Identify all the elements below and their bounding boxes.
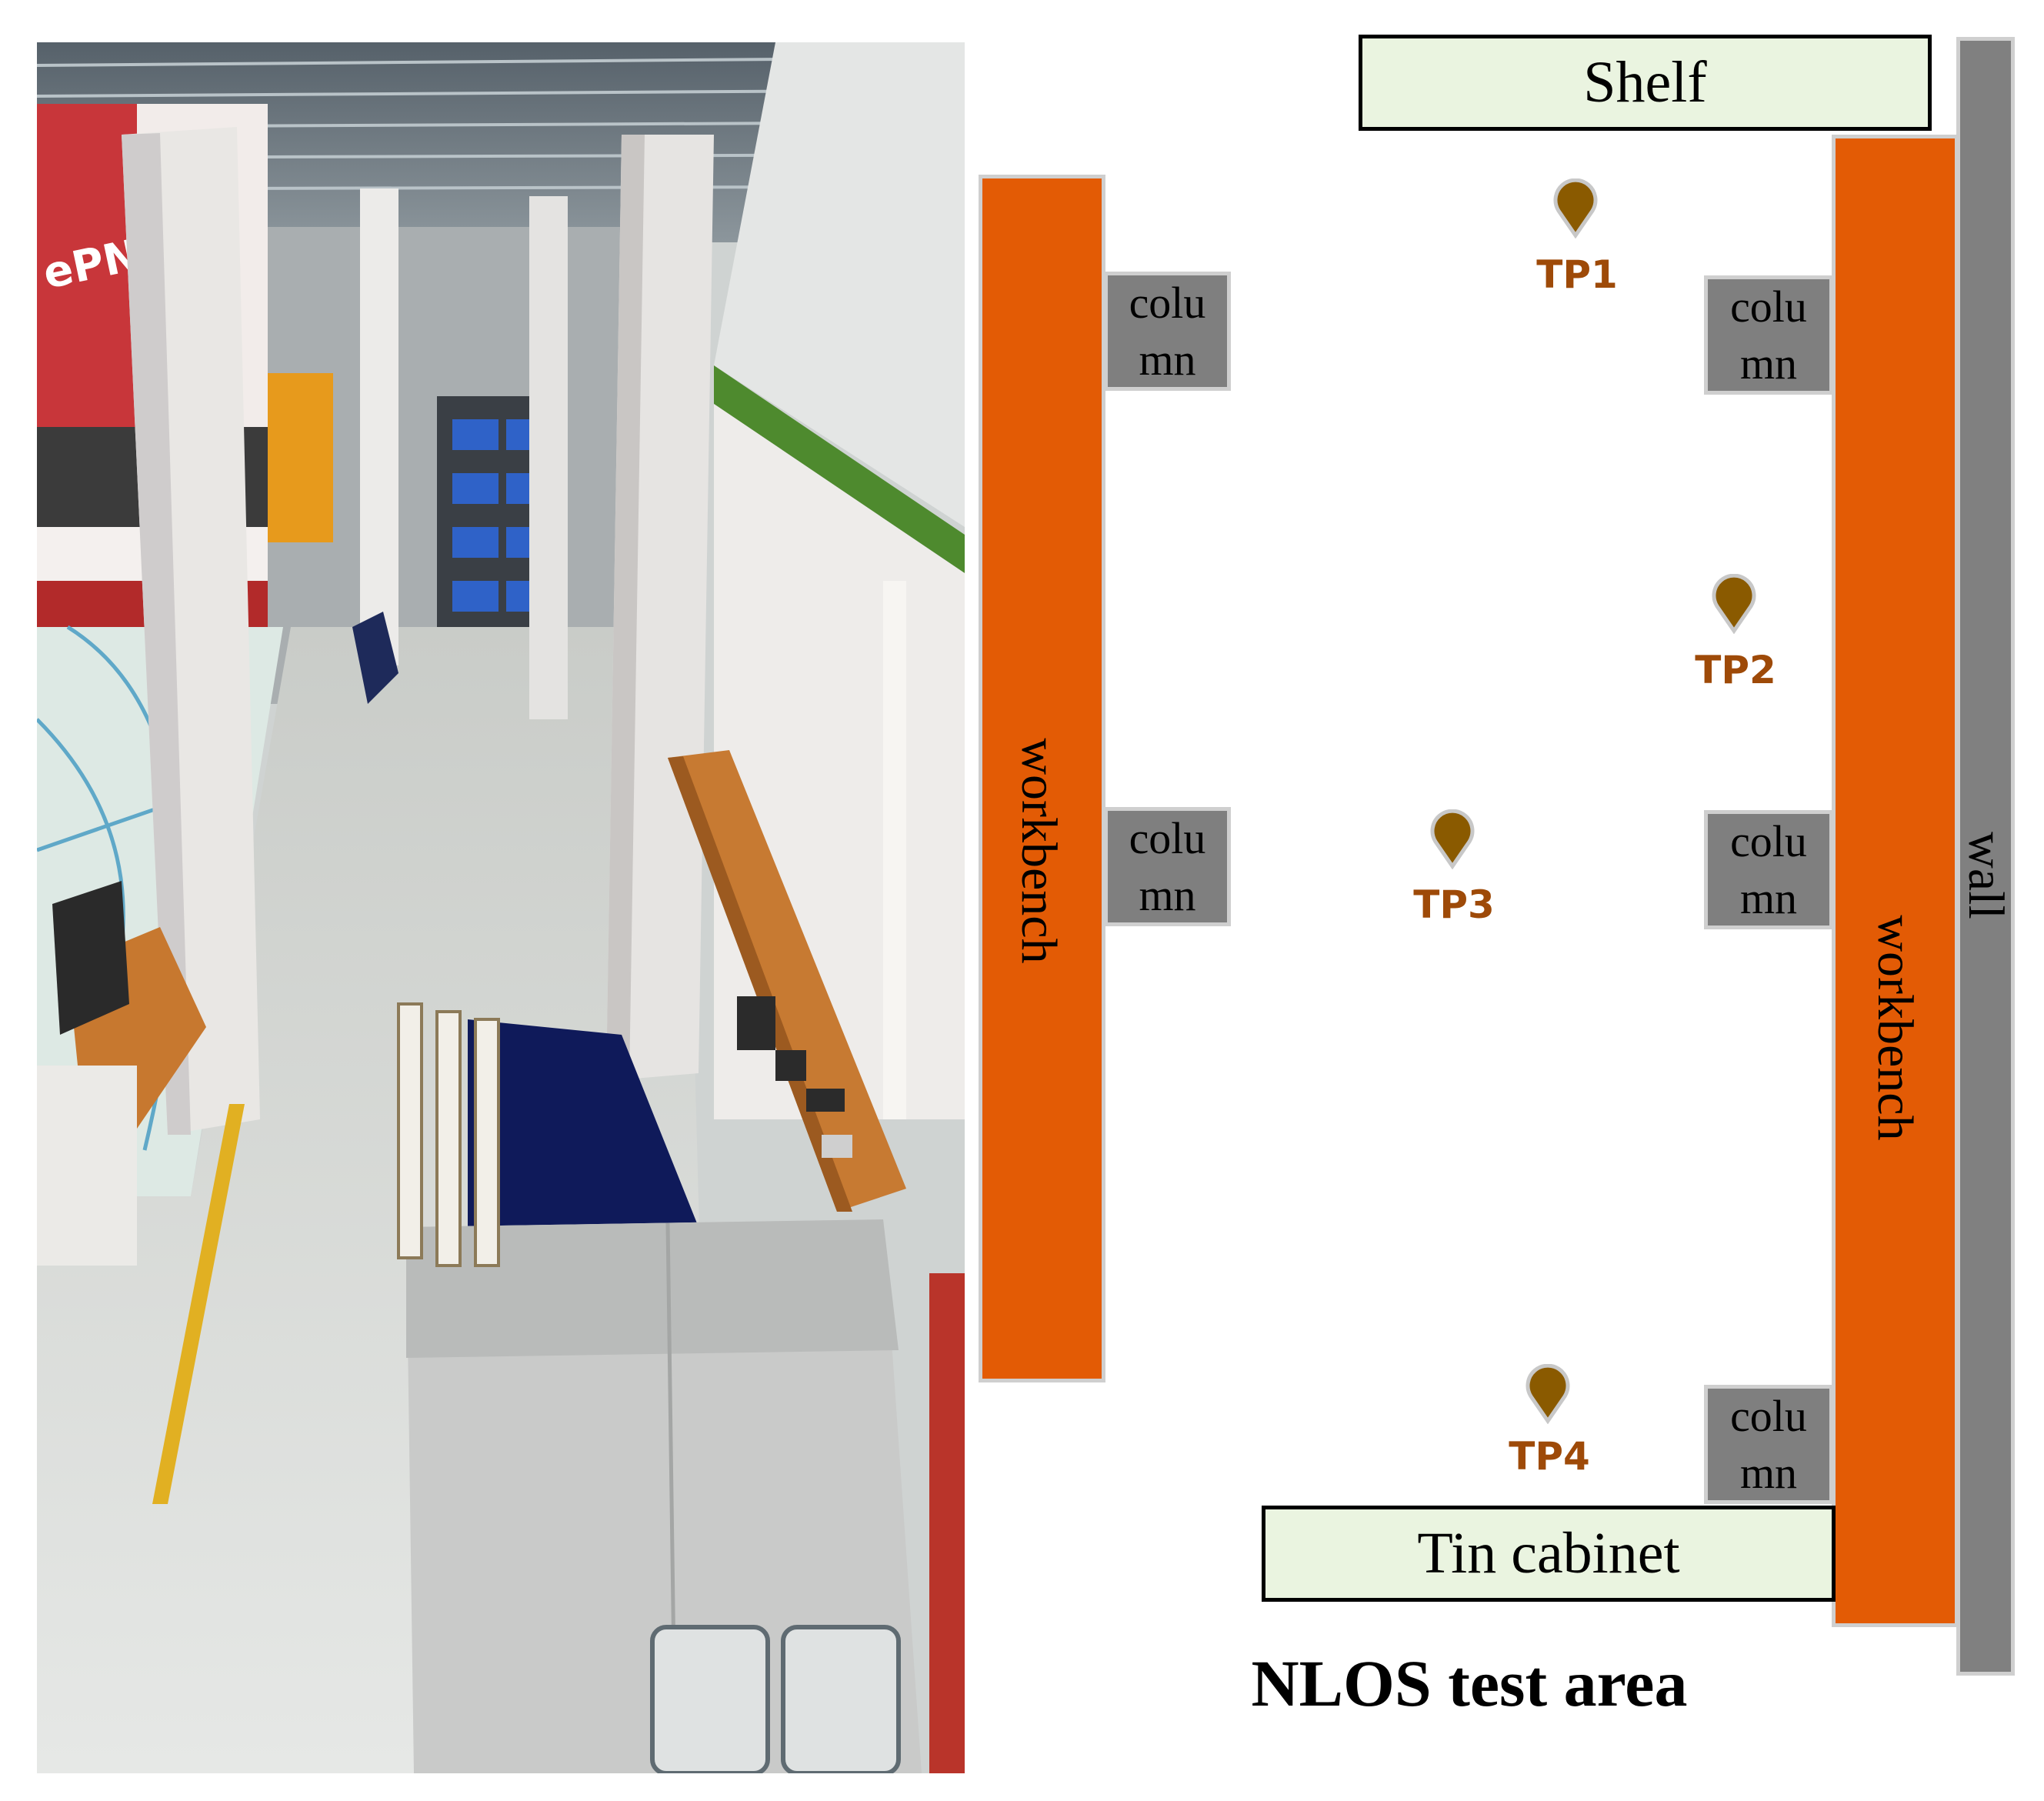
- left-workbench-label: workbench: [1011, 738, 1067, 964]
- test-point-label-tp1: TP1: [1536, 252, 1618, 297]
- left-workbench: [979, 175, 1105, 1382]
- area-title: NLOS test area: [1251, 1646, 1688, 1720]
- right-workbench-label: workbench: [1867, 915, 1923, 1141]
- location-pin-icon: [1525, 1364, 1570, 1424]
- column-label: colu mn: [1129, 277, 1206, 385]
- column-label: colu mn: [1730, 815, 1807, 923]
- location-pin-icon: [1712, 574, 1756, 634]
- lab-photo: ePNT: [37, 42, 965, 1773]
- tin-cabinet-label: Tin cabinet: [1417, 1521, 1680, 1586]
- location-pin-icon: [1430, 809, 1475, 869]
- column-left-middle: colu mn: [1104, 807, 1231, 926]
- column-label: colu mn: [1129, 812, 1206, 920]
- column-right-upper: colu mn: [1704, 275, 1833, 395]
- column-right-lower: colu mn: [1704, 1385, 1833, 1504]
- tin-cabinet: Tin cabinet: [1262, 1506, 1836, 1602]
- shelf: Shelf: [1359, 35, 1932, 131]
- lab-photo-illustration: ePNT: [37, 42, 965, 1773]
- column-label: colu mn: [1730, 281, 1807, 389]
- test-point-label-tp3: TP3: [1413, 882, 1495, 927]
- column-right-middle: colu mn: [1704, 810, 1833, 929]
- column-left-upper: colu mn: [1104, 272, 1231, 391]
- test-point-label-tp4: TP4: [1509, 1434, 1590, 1479]
- right-workbench: [1832, 135, 1959, 1627]
- column-label: colu mn: [1730, 1390, 1807, 1498]
- shelf-label: Shelf: [1583, 50, 1707, 115]
- wall-label: wall: [1958, 832, 2014, 919]
- location-pin-icon: [1553, 178, 1598, 238]
- test-point-label-tp2: TP2: [1695, 648, 1776, 692]
